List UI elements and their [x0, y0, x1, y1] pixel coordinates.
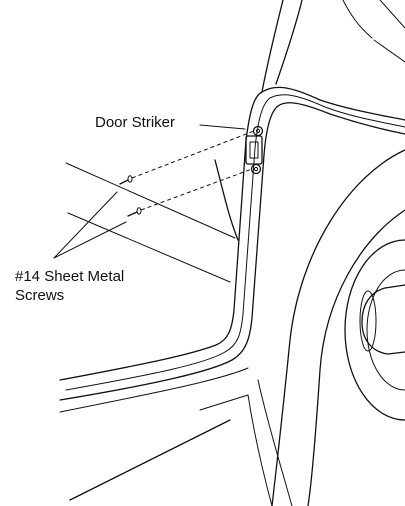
leader-lines — [53, 124, 246, 259]
screw-lower — [127, 207, 142, 217]
screws-label-line2: Screws — [15, 287, 64, 304]
door-striker-label: Door Striker — [95, 114, 175, 131]
roof-pillar-lines — [261, 0, 405, 93]
door-striker — [245, 125, 264, 175]
screw-upper — [119, 175, 133, 185]
door-frame — [59, 86, 405, 401]
screw-alignment-lines — [131, 130, 255, 211]
screws-label-line1: #14 Sheet Metal — [15, 268, 124, 285]
wheel — [247, 149, 405, 506]
seat-back — [214, 159, 239, 241]
floor-panel-lines — [59, 162, 249, 501]
